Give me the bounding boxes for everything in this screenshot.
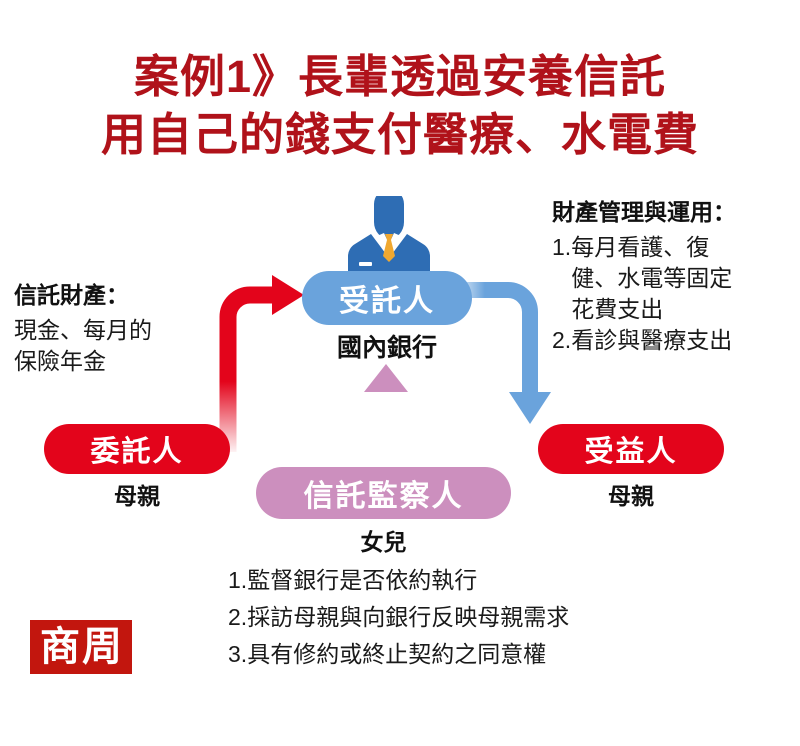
supervisor-node[interactable]: 信託監察人: [256, 467, 511, 519]
asset-management-item-text: 每月看護、復 健、水電等固定 花費支出: [571, 232, 800, 325]
asset-management-item-line: 花費支出: [571, 296, 664, 322]
beneficiary-label: 受益人: [584, 436, 678, 468]
asset-management-item-number: 1.: [552, 234, 572, 260]
settlor-sublabel: 母親: [114, 484, 160, 509]
supervisor-label: 信託監察人: [303, 480, 464, 513]
settlor-label: 委託人: [90, 436, 184, 468]
trust-assets-line: 保險年金: [14, 348, 106, 374]
page-title-line-2: 用自己的錢支付醫療、水電費: [100, 109, 699, 160]
beneficiary-node[interactable]: 受益人: [538, 424, 724, 474]
asset-management-item-number: 2.: [552, 327, 572, 353]
list-item-number: 3.: [228, 641, 248, 667]
asset-management-heading: 財產管理與運用：: [552, 199, 736, 225]
page-title-line-1: 案例1》長輩透過安養信託: [133, 51, 667, 102]
asset-management-block: 財產管理與運用： 1. 每月看護、復 健、水電等固定 花費支出 2. 看診與醫療…: [552, 193, 800, 356]
asset-management-item-line: 健、水電等固定: [571, 265, 733, 291]
trust-assets-line: 現金、每月的: [14, 317, 152, 343]
trustee-label: 受託人: [339, 285, 435, 318]
list-item: 3. 具有修約或終止契約之同意權: [228, 636, 628, 673]
logo-char-zhou: 周: [82, 624, 122, 669]
logo-char-shang: 商: [40, 624, 80, 669]
list-item-number: 1.: [228, 567, 248, 593]
supervisor-to-trustee-arrow: [364, 364, 408, 482]
supervisor-duties-list: 1. 監督銀行是否依約執行 2. 採訪母親與向銀行反映母親需求 3. 具有修約或…: [228, 562, 628, 673]
list-item-text: 具有修約或終止契約之同意權: [247, 641, 547, 667]
list-item-number: 2.: [228, 604, 248, 630]
settlor-node[interactable]: 委託人: [44, 424, 230, 474]
trustee-sublabel: 國內銀行: [336, 335, 437, 362]
supervisor-sublabel: 女兒: [360, 530, 407, 555]
beneficiary-sublabel: 母親: [608, 484, 654, 509]
asset-management-item: 1. 每月看護、復 健、水電等固定 花費支出: [552, 232, 800, 325]
list-item: 2. 採訪母親與向銀行反映母親需求: [228, 599, 628, 636]
business-weekly-logo: 商 周: [30, 620, 132, 674]
trustee-node[interactable]: 受託人: [302, 271, 472, 325]
asset-management-item-text: 看診與醫療支出: [571, 327, 733, 353]
asset-management-item: 2. 看診與醫療支出: [552, 325, 800, 356]
list-item: 1. 監督銀行是否依約執行: [228, 562, 628, 599]
list-item-text: 監督銀行是否依約執行: [247, 567, 478, 593]
page-title: 案例1》長輩透過安養信託 用自己的錢支付醫療、水電費: [0, 48, 800, 164]
list-item-text: 採訪母親與向銀行反映母親需求: [247, 604, 570, 630]
trust-assets-heading: 信託財產：: [14, 282, 129, 308]
trust-assets-block: 信託財產： 現金、每月的 保險年金: [14, 276, 229, 377]
asset-management-item-line: 每月看護、復: [571, 234, 710, 260]
